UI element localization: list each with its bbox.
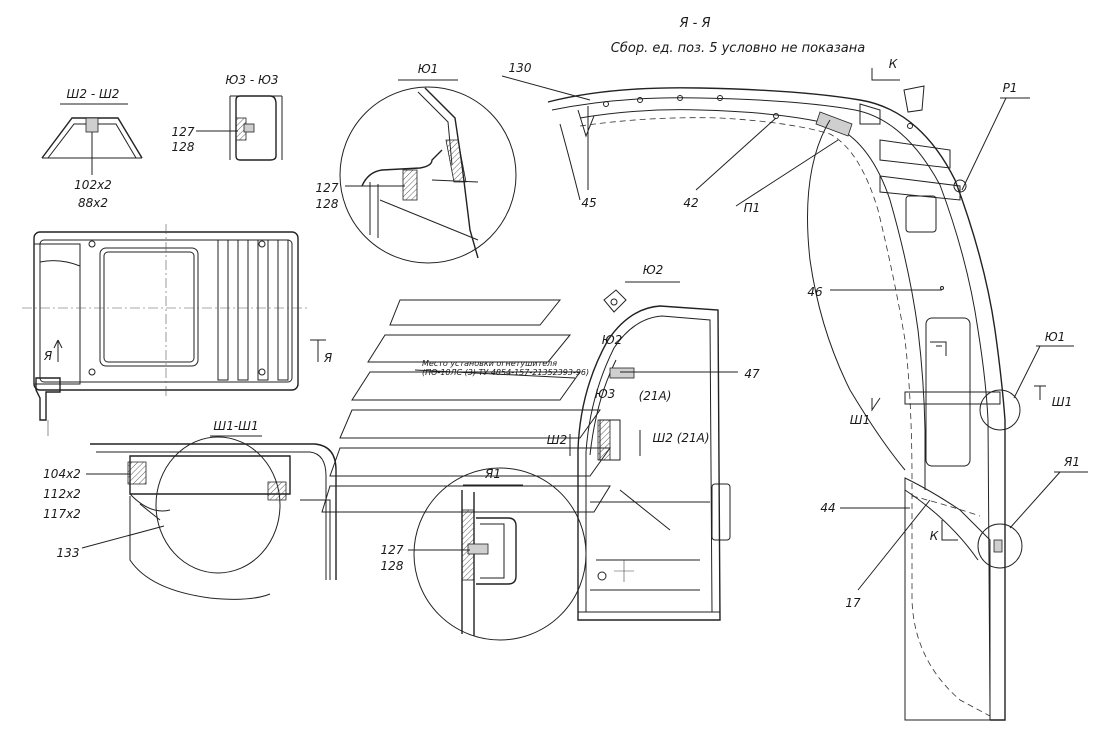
callout-128-yu1: 128: [316, 197, 339, 211]
yu2-small-mark: Ю2: [602, 333, 623, 347]
callout-42: 42: [683, 196, 698, 210]
ya-right-mark: Я: [323, 351, 333, 365]
yu3-small-mark: Ю3: [595, 387, 616, 401]
callout-17: 17: [845, 596, 861, 610]
section-sh2: Ш2 - Ш2 102x2 88x2: [41, 87, 143, 210]
section-sh1: Ш1-Ш1 104x2 112x2 117x2 133: [43, 419, 337, 600]
detail-yu1-label: Ю1: [418, 62, 439, 76]
yu2-label: Ю2: [643, 263, 664, 277]
sh1-right-mark: Ш1: [1052, 395, 1072, 409]
k-bottom-label: К: [930, 529, 939, 543]
callout-127-ya1: 127: [381, 543, 404, 557]
callout-104x2: 104x2: [43, 467, 81, 481]
callout-47: 47: [744, 367, 760, 381]
roof-plan-view: Я Я: [22, 224, 333, 436]
p1-mid-label: П1: [744, 201, 761, 215]
callout-102x2: 102x2: [74, 178, 112, 192]
callout-127-yu1: 127: [316, 181, 339, 195]
detail-ya1-label: Я1: [484, 467, 501, 481]
p1-top-label: Р1: [1003, 81, 1018, 95]
callout-128-ya1: 128: [381, 559, 404, 573]
ya-left-mark: Я: [43, 349, 53, 363]
sh2-left-mark: Ш2: [547, 433, 567, 447]
detail-yu1-circle: Ю1 127 128: [316, 62, 517, 264]
sh2-right-mark: Ш2 (21А): [652, 431, 709, 445]
view-subtitle: Сбор. ед. поз. 5 условно не показана: [611, 41, 865, 56]
note-line-1: Место установки огнетушителя: [422, 359, 557, 368]
callout-130: 130: [509, 61, 532, 75]
section-sh1-label: Ш1-Ш1: [213, 419, 258, 433]
callout-127-yu3: 127: [172, 125, 195, 139]
section-yu3: Ю3 - Ю3 127 128: [172, 73, 283, 161]
callout-45: 45: [581, 196, 596, 210]
callout-117x2: 117x2: [43, 507, 81, 521]
detail-ya1-circle: Я1 127 128: [381, 467, 587, 641]
callout-112x2: 112x2: [43, 487, 81, 501]
section-yu3-label: Ю3 - Ю3: [225, 73, 278, 87]
main-section-frame: 130 45 42 П1 46 44 17 К К Р1 Ю1 Я1: [501, 57, 1088, 721]
callout-133: 133: [57, 546, 80, 560]
k-top-label: К: [889, 57, 898, 71]
side-view-door: Ю2 Ю2 Ю3 (21А) Ш2 Ш2 (21А) 47: [547, 263, 760, 621]
callout-44: 44: [820, 501, 835, 515]
callout-46: 46: [807, 285, 823, 299]
sh1-left-mark: Ш1: [850, 413, 870, 427]
callout-128-yu3: 128: [172, 140, 195, 154]
yu1-right-label: Ю1: [1045, 330, 1066, 344]
callout-88x2: 88x2: [78, 196, 108, 210]
section-sh2-label: Ш2 - Ш2: [67, 87, 120, 101]
a21-mark: (21А): [639, 389, 672, 403]
note-line-2: (ПО-10ЛС (3) ТУ 4854-157-21352393-96): [422, 368, 589, 377]
ya1-right-label: Я1: [1063, 455, 1080, 469]
view-title: Я - Я: [678, 16, 710, 31]
extinguisher-area: Место установки огнетушителя (ПО-10ЛС (3…: [321, 299, 611, 513]
